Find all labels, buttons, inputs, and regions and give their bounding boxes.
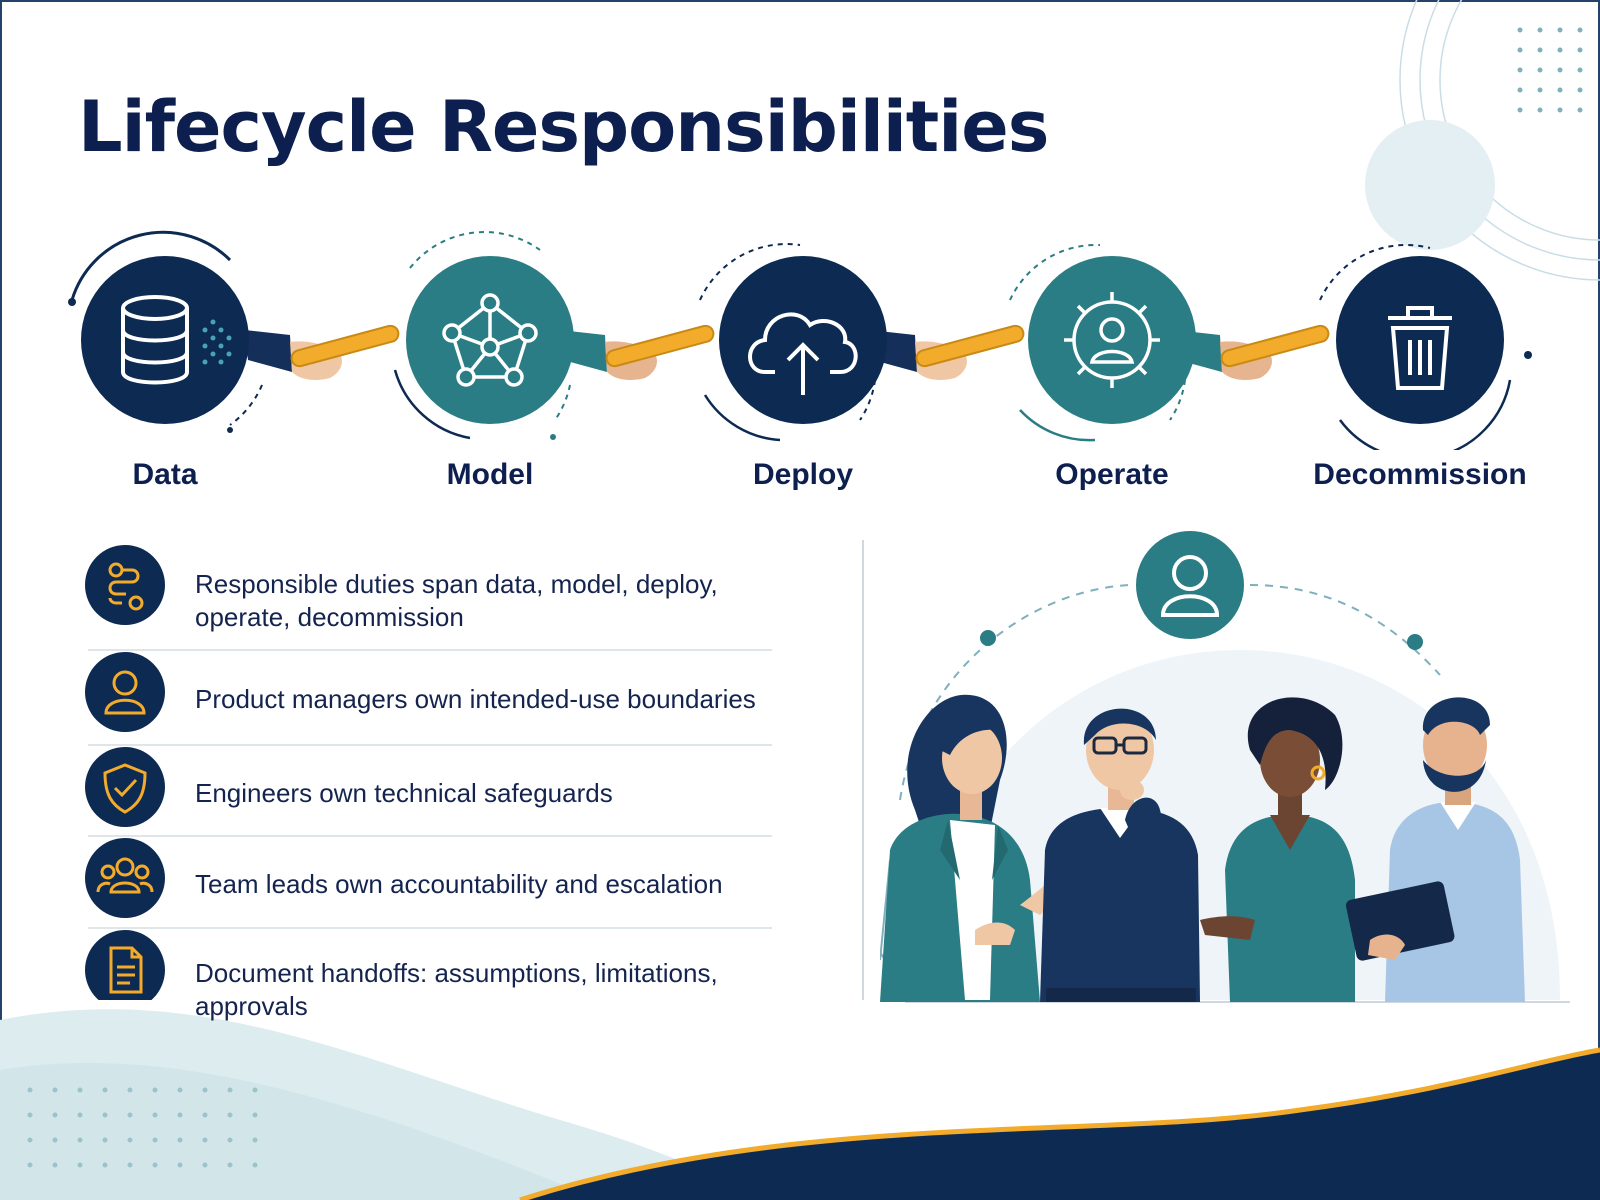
responsibility-text-4: Team leads own accountability and escala… (195, 869, 723, 899)
workflow-icon (85, 545, 165, 625)
responsibility-text-5: Document handoffs: assumptions, limitati… (195, 958, 718, 1021)
stage-model-node (393, 231, 574, 440)
baton-handoff-icon (870, 324, 1025, 380)
stage-label-data: Data (132, 458, 198, 491)
stage-deploy-node (699, 243, 887, 442)
lifecycle-flow (68, 230, 1532, 450)
person-man-beard-tablet (1345, 697, 1525, 1002)
gear-user-icon (1064, 292, 1160, 388)
responsibility-text-1: Responsible duties span data, model, dep… (195, 569, 718, 632)
section-divider (862, 540, 864, 1000)
user-icon (85, 652, 165, 732)
stage-operate-node (1009, 243, 1196, 442)
person-woman-teal-blouse (1200, 697, 1355, 1002)
stage-data-node (68, 230, 263, 433)
stage-decommission-node (1319, 243, 1532, 450)
stage-label-decommission: Decommission (1313, 458, 1527, 491)
trash-icon (1388, 306, 1452, 390)
cloud-upload-icon (748, 312, 858, 395)
user-icon (1136, 531, 1244, 639)
page-title: Lifecycle Responsibilities (78, 86, 1049, 168)
team-icon (85, 838, 165, 918)
baton-handoff-icon (245, 324, 400, 380)
document-icon (85, 930, 165, 1000)
database-icon (121, 295, 189, 385)
person-man-glasses-navy-sweater (1040, 708, 1200, 1002)
baton-handoff-icon (1175, 324, 1330, 380)
team-illustration (880, 531, 1570, 1003)
shield-check-icon (85, 747, 165, 827)
responsibility-list-graphics (85, 545, 772, 1000)
responsibility-text-2: Product managers own intended-use bounda… (195, 684, 756, 714)
baton-handoff-icon (560, 324, 715, 380)
responsibility-text-3: Engineers own technical safeguards (195, 778, 613, 808)
stage-label-operate: Operate (1055, 458, 1169, 491)
network-icon (442, 293, 538, 387)
stage-label-deploy: Deploy (752, 458, 854, 491)
stage-label-model: Model (446, 458, 534, 491)
